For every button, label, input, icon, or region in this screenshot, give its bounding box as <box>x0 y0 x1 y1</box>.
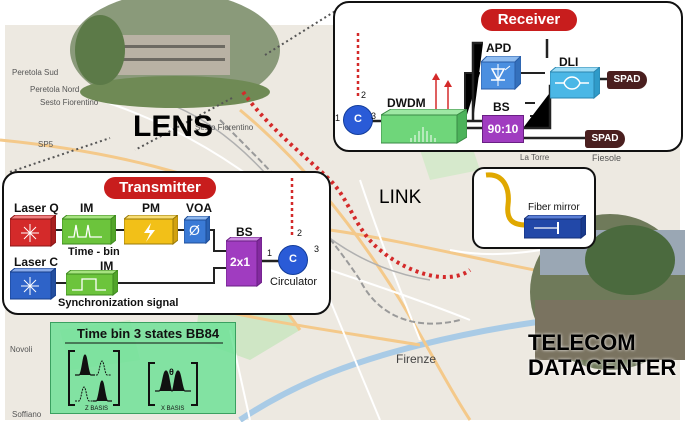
transmitter-panel: Transmitter Laser Q IM Time - bin PM VOA <box>2 171 331 315</box>
receiver-bs-label: BS <box>493 100 510 114</box>
voa-symbol: Ø <box>189 222 200 238</box>
fiber-mirror-block <box>524 215 586 239</box>
map-label-sesto-fiorentino: Sesto Fiorentino <box>40 98 99 107</box>
transmitter-port-2: 2 <box>297 228 303 238</box>
laser-c-label: Laser C <box>14 255 59 269</box>
receiver-title: Receiver <box>481 9 577 31</box>
map-label-firenze: Firenze <box>396 352 437 366</box>
dli-block <box>550 67 600 99</box>
transmitter-title: Transmitter <box>104 177 216 199</box>
map-label-soffiano: Soffiano <box>12 410 42 419</box>
bb84-pulse-diagram <box>65 342 223 406</box>
map-label-sesto-fiorentino-2: Sesto Fiorentino <box>195 123 254 132</box>
z-basis-label: Z BASIS <box>85 406 109 412</box>
apd-label: APD <box>486 41 512 55</box>
circulator-label: Circulator <box>270 276 318 288</box>
voa-block <box>184 216 210 244</box>
fiber-cable <box>485 172 527 228</box>
transmitter-bs-label: BS <box>236 225 253 239</box>
lens-label: LENS <box>133 110 214 143</box>
transmitter-circulator: C <box>278 245 308 275</box>
time-bin-label: Time - bin <box>68 246 120 258</box>
telecom-label: TELECOM <box>528 330 636 355</box>
x-basis-label: X BASIS <box>161 406 185 412</box>
map-label-peretola-nord: Peretola Nord <box>30 85 80 94</box>
receiver-circulator: C <box>343 105 373 135</box>
transmitter-bs-block <box>226 237 262 287</box>
receiver-panel: Receiver C 1 2 3 DWDM APD <box>333 1 683 152</box>
map-label-peretola-sud: Peretola Sud <box>12 68 59 77</box>
transmitter-port-3: 3 <box>314 244 320 254</box>
spad-2: SPAD <box>585 130 625 148</box>
dwdm-label: DWDM <box>387 96 426 110</box>
voa-label: VOA <box>186 201 213 215</box>
map-label-novoli: Novoli <box>10 345 33 354</box>
bb84-states-panel: Time bin 3 states BB84 θ Z BASIS X BASIS <box>50 322 236 414</box>
fiber-mirror-panel: Fiber mirror <box>472 167 596 249</box>
dli-label: DLI <box>559 55 579 69</box>
bb84-title: Time bin 3 states BB84 <box>77 326 220 341</box>
receiver-port-1: 1 <box>335 113 341 123</box>
dwdm-block <box>381 109 467 144</box>
laser-q-block <box>10 215 56 247</box>
laser-c-block <box>10 268 56 300</box>
link-label: LINK <box>379 187 422 208</box>
synchronization-label: Synchronization signal <box>58 297 179 309</box>
pm-block <box>124 215 178 245</box>
receiver-port-3: 3 <box>371 111 377 121</box>
fiber-mirror-label: Fiber mirror <box>528 202 580 213</box>
laser-q-label: Laser Q <box>14 201 59 215</box>
apd-block <box>481 56 521 90</box>
transmitter-bs-ratio: 2x1 <box>230 255 251 269</box>
im-2-block <box>66 270 118 296</box>
receiver-bs-block: 90:10 <box>482 115 524 143</box>
map-label-fiesole: Fiesole <box>592 153 622 163</box>
transmitter-port-1: 1 <box>267 248 273 258</box>
bb84-theta: θ <box>169 367 174 377</box>
map-label-la-torre: La Torre <box>520 153 550 162</box>
im-1-label: IM <box>80 201 94 215</box>
map-label-sp5: SP5 <box>38 140 54 149</box>
im-1-block <box>62 215 116 245</box>
receiver-port-2: 2 <box>361 90 367 100</box>
pm-label: PM <box>142 201 160 215</box>
datacenter-label: DATACENTER <box>528 355 677 380</box>
transmitter-connections <box>52 178 294 284</box>
spad-1: SPAD <box>607 71 647 89</box>
